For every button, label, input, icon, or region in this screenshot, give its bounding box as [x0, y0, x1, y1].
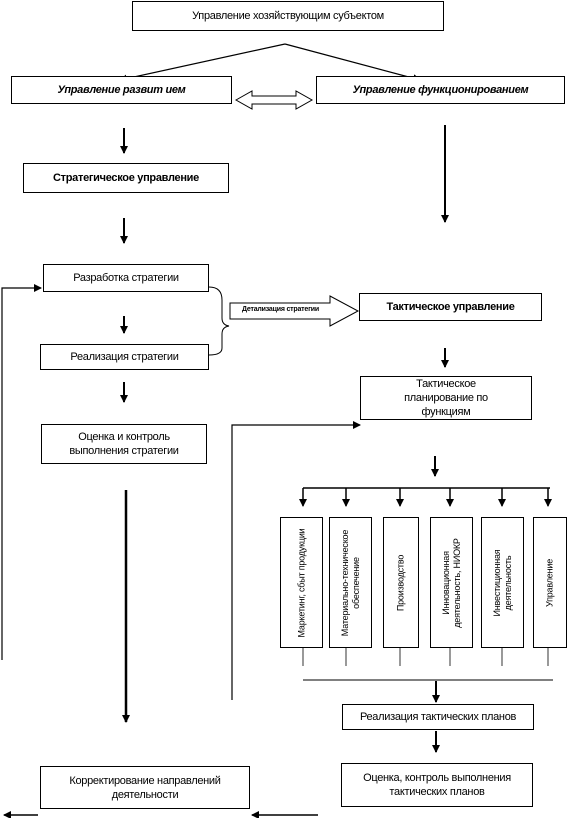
function-column: Материально-техническое обеспечение: [329, 517, 372, 648]
arrow-feedback-right: [231, 421, 361, 700]
node-development: Управление развит ием: [11, 76, 232, 104]
node-correction: Корректирование направлений деятельности: [40, 766, 250, 809]
function-label: Маркетинг, сбыт продукции: [296, 528, 306, 637]
function-label: Производство: [395, 554, 406, 611]
arrow-feedback-left: [1, 284, 42, 660]
node-tactical-evaluation: Оценка, контроль выполнения тактических …: [341, 763, 533, 807]
detail-block-arrow: [229, 295, 360, 327]
function-column: Управление: [533, 517, 567, 648]
strategy-brace: [208, 286, 230, 356]
arrow-top-to-development: [119, 43, 286, 83]
function-label: Управление: [544, 558, 555, 607]
function-column: Производство: [383, 517, 419, 648]
function-label: Инвестиционная деятельность: [491, 549, 513, 616]
node-strategic: Стратегическое управление: [23, 163, 229, 193]
node-functioning: Управление функционированием: [316, 76, 565, 104]
function-label: Материально-техническое обеспечение: [339, 529, 361, 636]
node-strategy-evaluation: Оценка и контроль выполнения стратегии: [41, 424, 207, 464]
node-tactical: Тактическое управление: [359, 293, 542, 321]
detail-label: Детализация стратегии: [242, 306, 319, 313]
node-strategy-development: Разработка стратегии: [43, 264, 209, 292]
function-column: Инвестиционная деятельность: [481, 517, 524, 648]
double-arrow: [234, 90, 314, 110]
node-top: Управление хозяйствующим субъектом: [132, 1, 444, 31]
node-tactical-planning: Тактическое планирование по функциям: [360, 376, 532, 420]
function-label: Инновационная деятельность, НИОКР: [440, 537, 462, 628]
function-column: Маркетинг, сбыт продукции: [280, 517, 323, 648]
function-column: Инновационная деятельность, НИОКР: [430, 517, 473, 648]
node-strategy-implementation: Реализация стратегии: [40, 344, 209, 370]
node-tactical-implementation: Реализация тактических планов: [342, 704, 534, 730]
arrow-top-to-functioning: [284, 43, 421, 83]
